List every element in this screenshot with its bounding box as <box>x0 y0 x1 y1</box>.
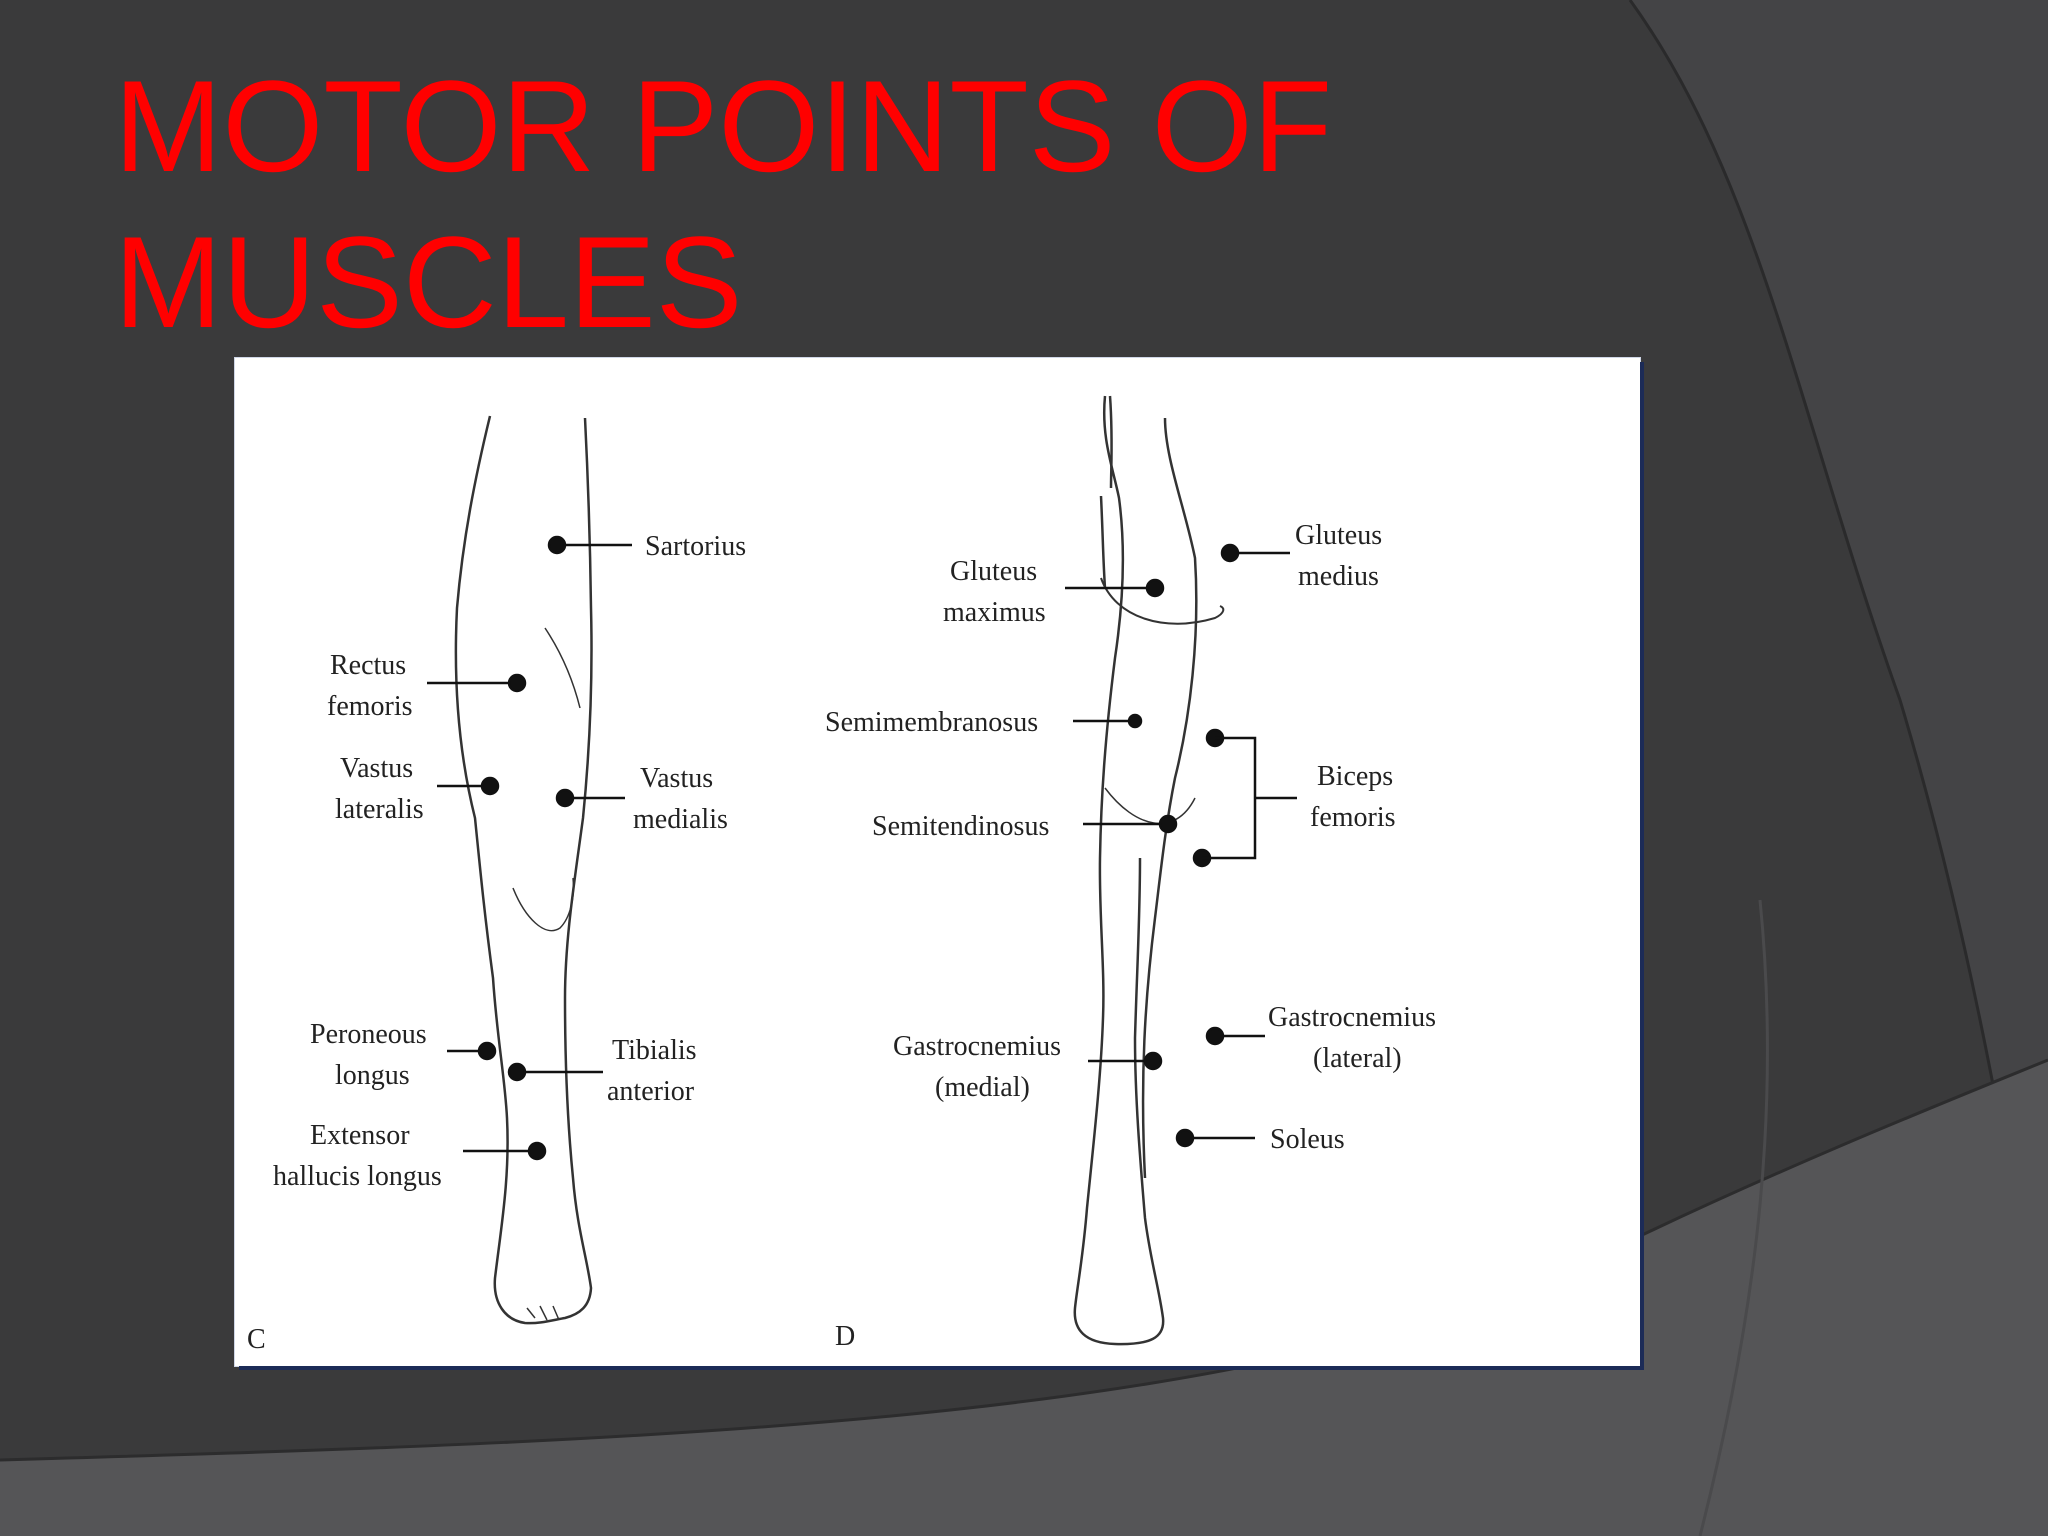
label-biceps-femoris-1: Biceps <box>1317 761 1393 792</box>
label-gluteus-maximus-1: Gluteus <box>950 556 1037 587</box>
slide-title: MOTOR POINTS OF MUSCLES <box>114 48 1514 360</box>
title-line-2: MUSCLES <box>114 209 743 355</box>
label-sartorius: Sartorius <box>645 531 746 562</box>
label-peroneous-longus-1: Peroneous <box>310 1019 427 1050</box>
label-vastus-medialis-2: medialis <box>633 804 728 835</box>
leg-posterior-outline <box>1073 395 1225 1346</box>
label-gastrocnemius-lateral-1: Gastrocnemius <box>1268 1002 1436 1033</box>
label-gluteus-maximus-2: maximus <box>943 597 1046 628</box>
label-vastus-lateralis-2: lateralis <box>335 794 424 825</box>
label-soleus: Soleus <box>1270 1124 1345 1155</box>
motor-points-diagram: Sartorius Rectus femoris Vastus laterali… <box>247 395 1436 1355</box>
panel-label-d: D <box>835 1321 855 1352</box>
panel-c-markers <box>427 535 632 1161</box>
motor-points-figure: Sartorius Rectus femoris Vastus laterali… <box>235 358 1640 1366</box>
label-gastrocnemius-medial-1: Gastrocnemius <box>893 1031 1061 1062</box>
label-rectus-femoris-2: femoris <box>327 691 413 722</box>
label-gluteus-medius-2: medius <box>1298 561 1379 592</box>
label-tibialis-anterior-1: Tibialis <box>612 1035 697 1066</box>
label-gastrocnemius-medial-2: (medial) <box>935 1072 1030 1103</box>
label-rectus-femoris-1: Rectus <box>330 650 406 681</box>
leg-anterior-outline <box>454 415 593 1325</box>
label-peroneous-longus-2: longus <box>335 1060 410 1091</box>
label-biceps-femoris-2: femoris <box>1310 802 1396 833</box>
label-gastrocnemius-lateral-2: (lateral) <box>1313 1043 1402 1074</box>
label-tibialis-anterior-2: anterior <box>607 1076 695 1107</box>
label-gluteus-medius-1: Gluteus <box>1295 520 1382 551</box>
label-vastus-medialis-1: Vastus <box>640 763 713 794</box>
label-semimembranosus: Semimembranosus <box>825 707 1038 738</box>
label-extensor-2: hallucis longus <box>273 1161 442 1192</box>
label-vastus-lateralis-1: Vastus <box>340 753 413 784</box>
panel-d-markers <box>1065 543 1297 1148</box>
label-extensor-1: Extensor <box>310 1120 410 1151</box>
title-line-1: MOTOR POINTS OF <box>114 53 1333 199</box>
label-semitendinosus: Semitendinosus <box>872 811 1049 842</box>
panel-label-c: C <box>247 1324 266 1355</box>
